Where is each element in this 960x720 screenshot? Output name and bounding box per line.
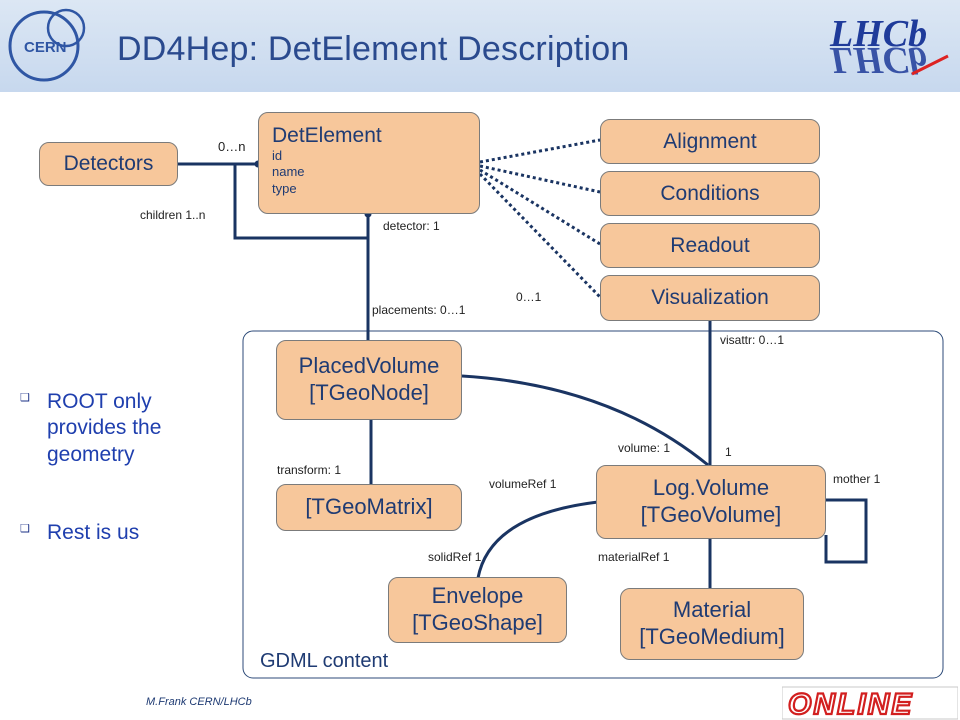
footer-author: M.Frank CERN/LHCb — [146, 696, 252, 708]
online-logo: ONLINE — [782, 686, 958, 720]
label-volumeref: volumeRef 1 — [489, 477, 557, 491]
page-title: DD4Hep: DetElement Description — [117, 30, 630, 68]
label-solidref: solidRef 1 — [428, 550, 482, 564]
gdml-frame — [242, 330, 944, 679]
slide-header — [0, 0, 960, 92]
placedvolume-label: PlacedVolume — [298, 353, 440, 379]
label-placements: placements: 0…1 — [372, 303, 466, 317]
lhcb-logo-reflection: LHCb — [829, 39, 927, 81]
cern-logo: CERN — [8, 8, 86, 82]
detelement-attr-id: id — [272, 148, 283, 164]
label-zero-n: 0…n — [218, 139, 246, 154]
label-visattr: visattr: 0…1 — [720, 333, 785, 347]
bullet-text: ROOT only provides the geometry — [47, 390, 162, 466]
label-mother: mother 1 — [833, 472, 881, 486]
logvolume-box: Log.Volume [TGeoVolume] — [596, 465, 826, 539]
material-type: [TGeoMedium] — [639, 624, 785, 649]
logvolume-label: Log.Volume — [652, 475, 770, 501]
bullet-marker-icon: ❑ — [20, 392, 30, 404]
alignment-box: Alignment — [600, 119, 820, 164]
bullet-text: Rest is us — [47, 521, 140, 544]
label-detector: detector: 1 — [383, 219, 440, 233]
envelope-type: [TGeoShape] — [412, 610, 543, 635]
logvolume-type: [TGeoVolume] — [640, 502, 782, 527]
material-box: Material [TGeoMedium] — [620, 588, 804, 660]
placedvolume-box: PlacedVolume [TGeoNode] — [276, 340, 462, 420]
label-transform: transform: 1 — [277, 463, 342, 477]
detelement-attr-name: name — [272, 164, 305, 180]
readout-box: Readout — [600, 223, 820, 268]
cern-logo-text: CERN — [24, 39, 67, 56]
envelope-box: Envelope [TGeoShape] — [388, 577, 567, 643]
label-gdml-content: GDML content — [260, 650, 389, 672]
label-materialref: materialRef 1 — [598, 550, 670, 564]
conditions-box: Conditions — [600, 171, 820, 216]
lhcb-logo-text: LHCb — [829, 13, 927, 55]
detelement-title: DetElement — [272, 124, 382, 147]
placedvolume-type: [TGeoNode] — [309, 380, 429, 405]
tgeomatrix-box: [TGeoMatrix] — [276, 484, 462, 531]
label-children: children 1..n — [140, 208, 206, 222]
label-volume: volume: 1 — [618, 441, 671, 455]
detelement-box: DetElement id name type — [258, 112, 480, 214]
online-logo-text: ONLINE — [788, 688, 913, 720]
bullet-marker-icon: ❑ — [20, 523, 30, 535]
material-label: Material — [672, 597, 752, 623]
envelope-label: Envelope — [431, 583, 524, 609]
detectors-box: Detectors — [39, 142, 178, 186]
detelement-attr-type: type — [272, 180, 297, 196]
lhcb-logo: LHCb LHCb — [829, 13, 949, 81]
label-zero-one: 0…1 — [516, 290, 542, 304]
visualization-box: Visualization — [600, 275, 820, 321]
label-one: 1 — [725, 445, 732, 459]
